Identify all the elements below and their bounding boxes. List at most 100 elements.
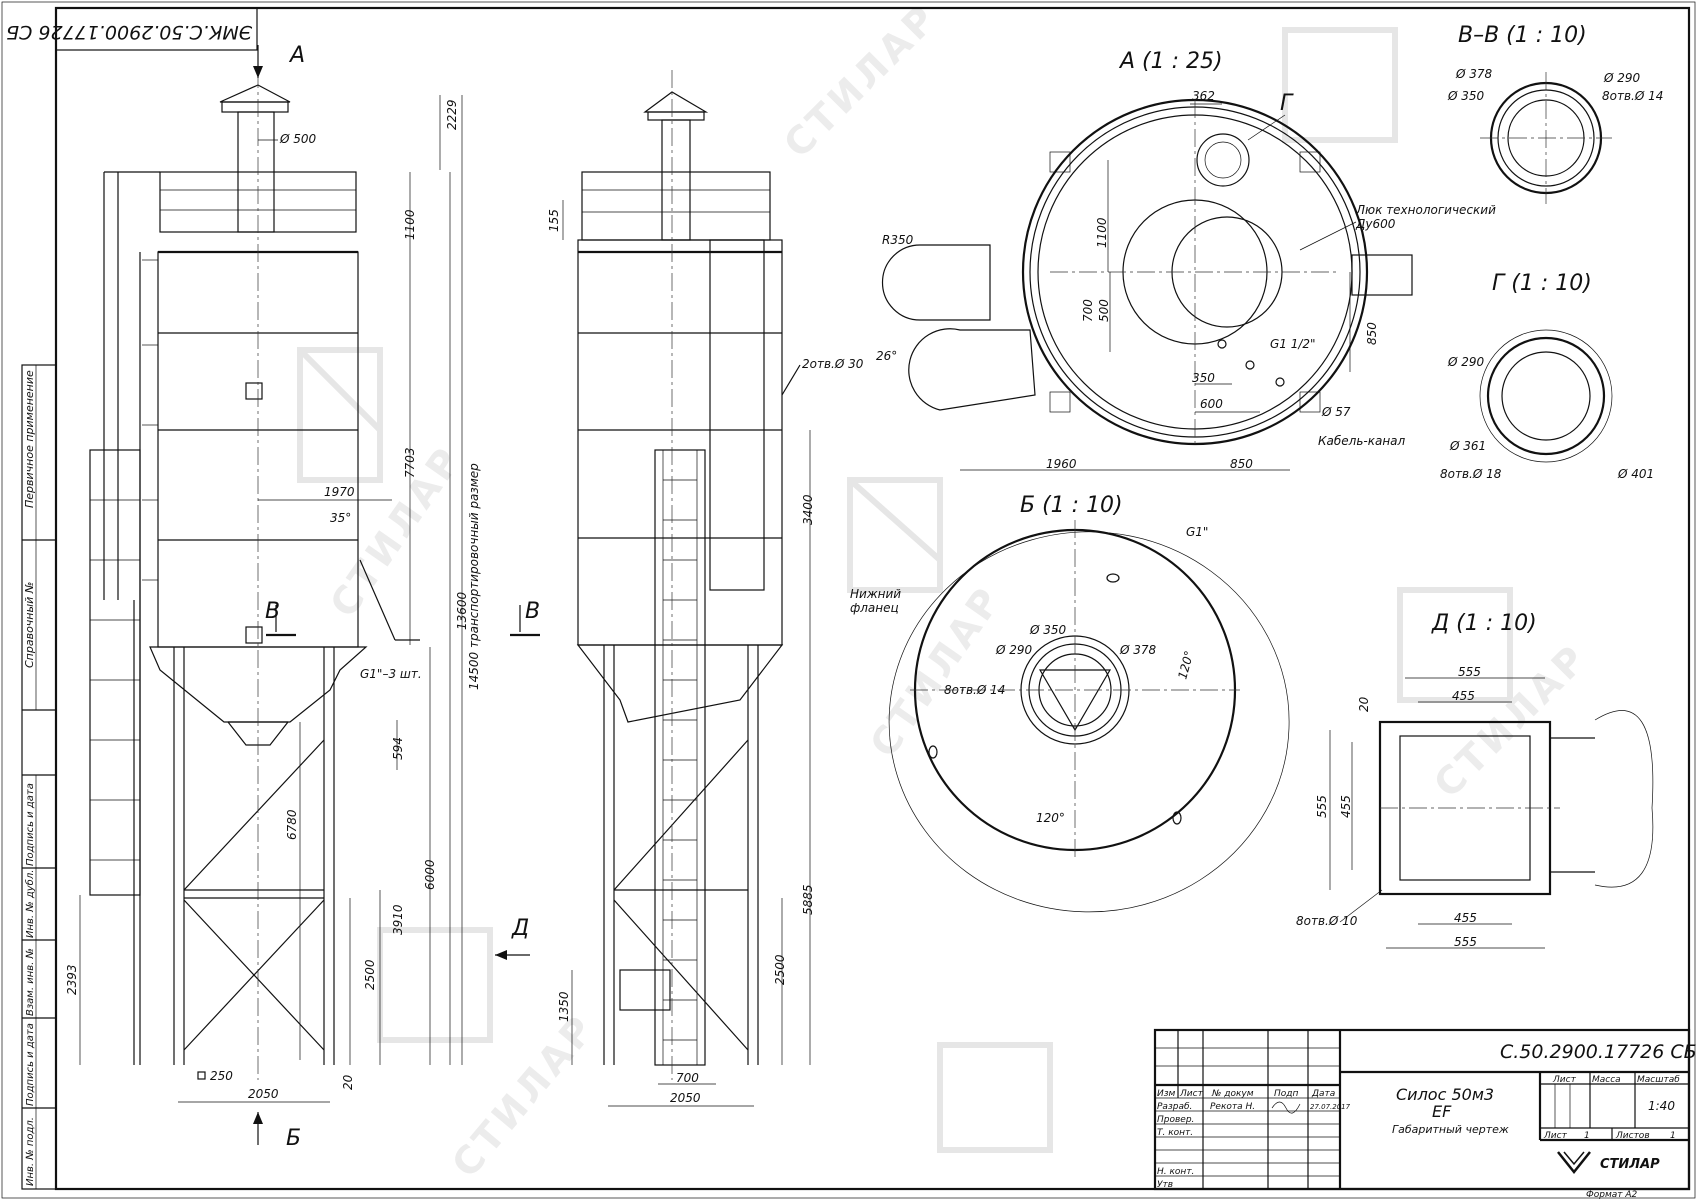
tb-approved: Утв bbox=[1157, 1180, 1173, 1190]
view-d-455b: 455 bbox=[1454, 911, 1477, 925]
strip-first-use: Первичное применение bbox=[23, 370, 36, 508]
view-b-title: Б (1 : 10) bbox=[1020, 493, 1123, 518]
dim-14500: 14500 транспортировочный размер bbox=[467, 463, 481, 690]
view-b-d290: Ø 290 bbox=[995, 643, 1033, 657]
strip-reference: Справочный № bbox=[23, 582, 36, 668]
view-vv-title: В–В (1 : 10) bbox=[1458, 23, 1587, 48]
dim-20: 20 bbox=[341, 1074, 355, 1090]
view-a-hatch-2: Ду600 bbox=[1355, 217, 1396, 231]
view-g-d401: Ø 401 bbox=[1617, 467, 1654, 481]
company-logo-icon bbox=[1557, 1151, 1591, 1175]
view-a-dim-26: 26° bbox=[876, 349, 897, 363]
view-a-d57: Ø 57 bbox=[1321, 405, 1351, 419]
tb-scale-label: Масштаб bbox=[1637, 1075, 1680, 1085]
side-dim-holes: 2отв.Ø 30 bbox=[802, 357, 864, 371]
view-a-dim-600: 600 bbox=[1200, 397, 1223, 411]
side-dim-3400: 3400 bbox=[801, 494, 815, 525]
view-vv-d350: Ø 350 bbox=[1447, 89, 1485, 103]
sheet-format: Формат А2 bbox=[1586, 1190, 1638, 1200]
tb-sheets-total: 1 bbox=[1670, 1131, 1676, 1141]
strip-sign-date: Подпись и дата bbox=[25, 783, 36, 866]
view-d-20: 20 bbox=[1357, 696, 1371, 712]
signature-scribble bbox=[1271, 1101, 1301, 1114]
tb-date-value: 27.07.2017 bbox=[1310, 1103, 1351, 1111]
view-arrow-v-left: В bbox=[265, 599, 280, 624]
dim-6000: 6000 bbox=[423, 859, 437, 890]
dim-1100: 1100 bbox=[403, 209, 417, 240]
view-b-120b: 120° bbox=[1036, 811, 1065, 825]
tb-change: Изм bbox=[1157, 1089, 1176, 1099]
tb-scale-value: 1:40 bbox=[1648, 1099, 1675, 1113]
tb-sheet-no-label: Лист bbox=[1543, 1131, 1568, 1141]
view-d: Д (1 : 10) 555 455 20 555 455 8отв.Ø 10 … bbox=[1296, 611, 1654, 949]
view-d-555t: 555 bbox=[1458, 665, 1481, 679]
tb-mass-label: Масса bbox=[1592, 1075, 1621, 1085]
view-a-dim-700: 700 bbox=[1081, 299, 1095, 322]
dim-250: 250 bbox=[210, 1069, 233, 1083]
view-a-dim-850v: 850 bbox=[1365, 322, 1379, 345]
view-a-dim-350: 350 bbox=[1192, 371, 1215, 385]
view-b-g1: G1" bbox=[1186, 525, 1208, 539]
front-view: А Б В В Д Ø 500 2229 1100 7703 1970 35° … bbox=[65, 43, 540, 1151]
view-g: Г (1 : 10) Ø 290 Ø 361 8отв.Ø 18 Ø 401 bbox=[1440, 271, 1654, 481]
view-a-dim-1100: 1100 bbox=[1095, 217, 1109, 248]
watermark-text: СТИЛАР bbox=[443, 1005, 604, 1185]
view-b-d350: Ø 350 bbox=[1029, 623, 1067, 637]
view-a-dim-1960: 1960 bbox=[1046, 457, 1077, 471]
watermark-text: СТИЛАР bbox=[775, 0, 946, 166]
tb-developer-name: Рекота Н. bbox=[1210, 1102, 1255, 1112]
view-a: А (1 : 25) 362 Г R350 1100 Люк технологи… bbox=[876, 49, 1496, 471]
tb-doc-type: Габаритный чертеж bbox=[1392, 1123, 1509, 1136]
tb-sign: Подп bbox=[1274, 1089, 1298, 1099]
view-a-hatch-1: Люк технологический bbox=[1355, 203, 1496, 217]
side-dim-1350: 1350 bbox=[557, 991, 571, 1022]
view-a-g112: G1 1/2" bbox=[1270, 337, 1316, 351]
view-g-holes: 8отв.Ø 18 bbox=[1440, 467, 1502, 481]
view-arrow-v-right: В bbox=[525, 599, 540, 624]
view-d-title: Д (1 : 10) bbox=[1431, 611, 1537, 636]
side-dim-5885: 5885 bbox=[801, 884, 815, 915]
view-a-r350: R350 bbox=[882, 233, 914, 247]
view-arrow-d: Д bbox=[511, 916, 529, 941]
view-d-455l: 455 bbox=[1339, 795, 1353, 818]
strip-orig-inv: Инв. № подл. bbox=[25, 1117, 36, 1186]
side-dim-2500: 2500 bbox=[773, 954, 787, 985]
view-vv-holes: 8отв.Ø 14 bbox=[1602, 89, 1663, 103]
view-a-callout-g: Г bbox=[1280, 91, 1294, 116]
view-a-dim-362: 362 bbox=[1192, 89, 1215, 103]
view-g-d290: Ø 290 bbox=[1447, 355, 1485, 369]
dim-2393: 2393 bbox=[65, 964, 79, 995]
tb-sheet-no: 1 bbox=[1584, 1131, 1590, 1141]
view-b-flange-1: Нижний bbox=[850, 587, 901, 601]
side-dim-700: 700 bbox=[676, 1071, 699, 1085]
view-d-555l: 555 bbox=[1315, 795, 1329, 818]
dim-1970: 1970 bbox=[324, 485, 355, 499]
dim-7703: 7703 bbox=[403, 447, 417, 478]
tb-docno: № докум bbox=[1211, 1089, 1254, 1099]
view-arrow-a: А bbox=[288, 43, 305, 68]
view-g-d361: Ø 361 bbox=[1449, 439, 1486, 453]
tb-product-variant: EF bbox=[1432, 1102, 1452, 1121]
dim-2500: 2500 bbox=[363, 959, 377, 990]
dim-6780: 6780 bbox=[285, 809, 299, 840]
dim-2229: 2229 bbox=[445, 99, 459, 130]
side-view: 155 2отв.Ø 30 3400 5885 2500 1350 700 20… bbox=[547, 70, 864, 1107]
tb-tech-control: Т. конт. bbox=[1157, 1128, 1193, 1138]
view-a-dim-850h: 850 bbox=[1230, 457, 1253, 471]
strip-repl-inv: Взам. инв. № bbox=[25, 948, 36, 1016]
view-a-title: А (1 : 25) bbox=[1118, 49, 1223, 74]
view-b: Б (1 : 10) G1" Нижний фланец Ø 350 Ø 290… bbox=[850, 493, 1290, 913]
strip-sign-date-2: Подпись и дата bbox=[25, 1023, 36, 1106]
strip-dup-inv: Инв. № дубл. bbox=[24, 870, 36, 938]
dim-35deg: 35° bbox=[330, 511, 351, 525]
side-dim-2050: 2050 bbox=[670, 1091, 701, 1105]
view-a-dim-500: 500 bbox=[1097, 299, 1111, 322]
view-d-455t: 455 bbox=[1452, 689, 1475, 703]
dim-g1-3: G1"–3 шт. bbox=[360, 667, 422, 681]
view-vv: В–В (1 : 10) Ø 378 Ø 350 Ø 290 8отв.Ø 14 bbox=[1447, 23, 1663, 204]
top-code: ЭМК.С.50.2900.17726 СБ bbox=[6, 21, 253, 43]
tb-sheets-label: Листов bbox=[1615, 1131, 1650, 1141]
side-dim-155: 155 bbox=[547, 209, 561, 232]
